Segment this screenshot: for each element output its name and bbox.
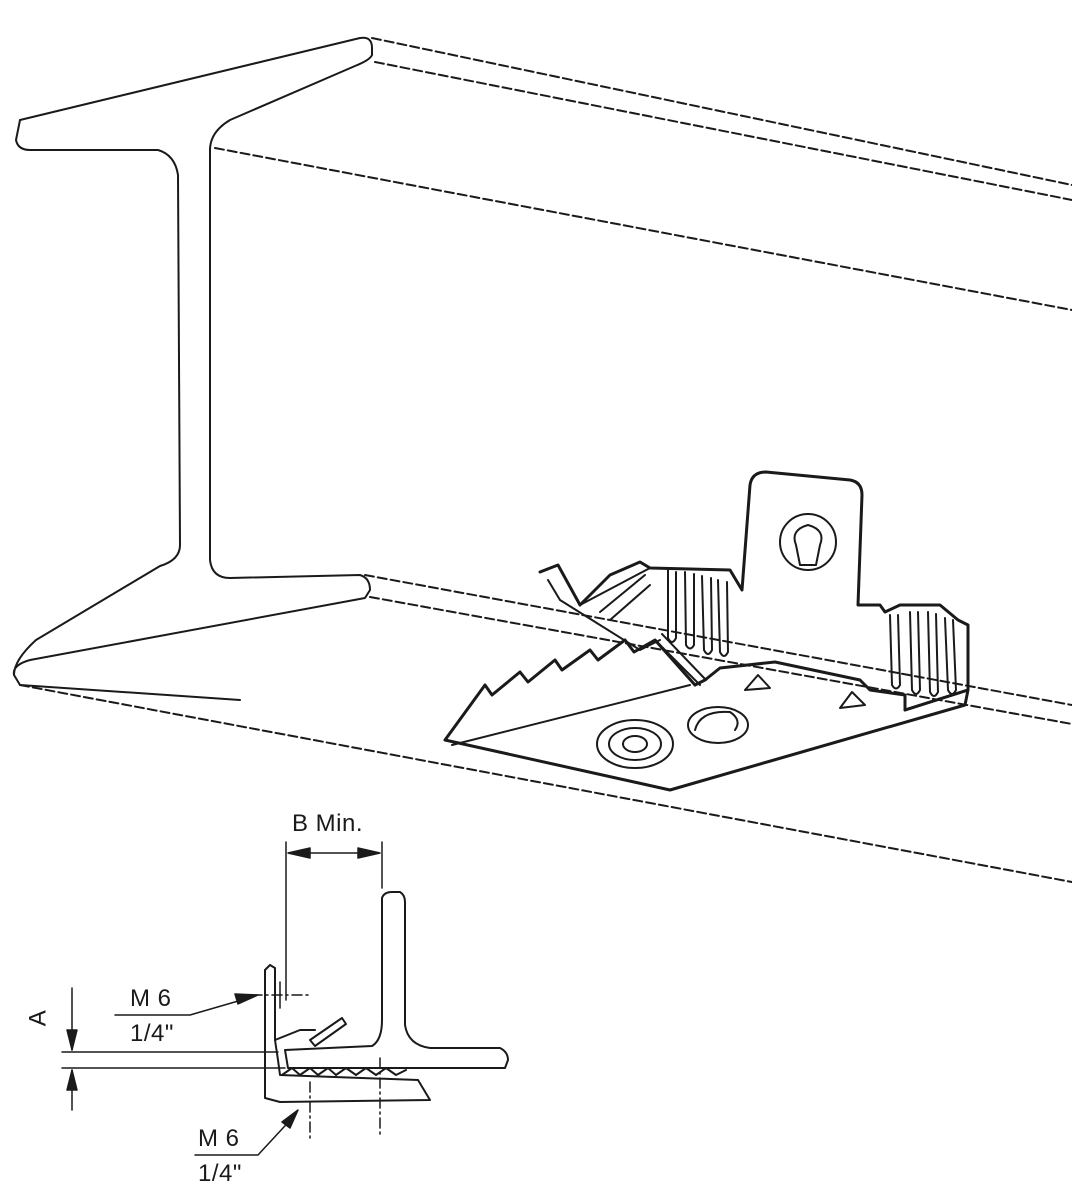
bottom-bolt-metric-label: M 6 [198, 1125, 240, 1152]
b-min-label: B Min. [292, 810, 364, 837]
a-label: A [24, 1009, 52, 1027]
clamp-left-tab [547, 567, 661, 651]
top-flange-edge-outer [371, 37, 1072, 186]
i-beam [12, 36, 1072, 883]
base-bolt-hole-2 [687, 706, 749, 744]
dimension-b-min [285, 841, 383, 1001]
top-flange-edge-inner [374, 61, 1072, 201]
clamp-screw [654, 633, 707, 686]
locating-tip-2 [839, 691, 866, 709]
section-teeth [281, 1067, 407, 1076]
bottom-flange-top-edge [364, 574, 1072, 706]
a-arrow-top [66, 1029, 78, 1051]
clamp-upright [538, 470, 970, 712]
section-detail [251, 891, 509, 1141]
locating-tip-1 [744, 674, 771, 691]
top-bolt-imperial-label: 1/4" [130, 1020, 174, 1047]
i-beam-end-profile [12, 36, 373, 701]
base-bolt-hole-2-inner [694, 710, 739, 731]
base-bolt-hole-1-inner [608, 727, 662, 761]
section-clamp [264, 964, 431, 1103]
bottom-flange-web-edge [369, 596, 1072, 725]
dimension-a [61, 987, 286, 1111]
top-bolt-metric-label: M 6 [130, 985, 172, 1012]
clamp-base-front [451, 684, 691, 746]
upright-hole-outer [779, 513, 837, 571]
section-beam [284, 891, 509, 1069]
top-flange-underside [214, 147, 1072, 311]
section-screw [309, 1017, 347, 1047]
bottom-bolt-leader-arrow [281, 1109, 299, 1129]
clamp-ribs-left [667, 569, 729, 657]
bottom-bolt-imperial-label: 1/4" [198, 1160, 242, 1187]
b-min-arrow-left [287, 847, 311, 859]
a-arrow-bottom [66, 1069, 78, 1091]
leaders [114, 993, 299, 1156]
bottom-bolt-leader [194, 1114, 296, 1156]
upright-keyhole [793, 524, 823, 566]
top-bolt-leader [114, 996, 253, 1016]
base-bolt-hole-1 [596, 719, 674, 769]
beam-clamp [443, 470, 970, 792]
top-bolt-leader-arrow [234, 993, 259, 1005]
b-min-arrow-right [357, 847, 381, 859]
base-bolt-hole-1-core [622, 735, 648, 753]
bottom-flange-bottom-edge [19, 684, 1072, 883]
clamp-ribs-right [889, 611, 957, 697]
